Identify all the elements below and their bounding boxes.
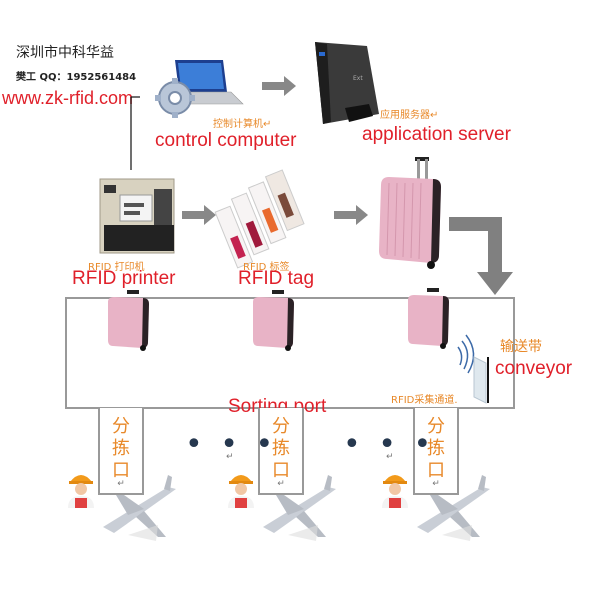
rfid-antenna-icon [457, 334, 489, 404]
conveyor-en-label: conveyor [495, 358, 573, 379]
worker-icon [68, 475, 94, 508]
airplane-2 [258, 475, 343, 545]
worker-2 [226, 470, 256, 510]
control-computer [155, 58, 245, 118]
company-name: 深圳市中科华益 [16, 45, 114, 61]
arrow-tag-to-luggage [334, 205, 368, 225]
ellipsis-2: • • • [343, 427, 436, 462]
sorting-port-char: 口 [272, 460, 290, 481]
rfid-printer-en-label: RFID printer [72, 268, 176, 289]
application-server-cn-label: 应用服务器↵ [380, 110, 439, 121]
ellipsis-1: • • • [185, 427, 278, 462]
return-mark: ↵ [386, 452, 394, 462]
sorting-port-char: 口 [112, 460, 130, 481]
airplane-icon [263, 475, 336, 541]
return-mark: ↵ [226, 452, 234, 462]
sorting-port-1: 分 拣 口 ↵ [98, 408, 144, 495]
sorting-port-char: 分 [427, 416, 445, 437]
rfid-tag [212, 169, 322, 269]
server-icon: Ext [315, 42, 379, 124]
rfid-tag-cn-label: RFID 标签 [243, 262, 290, 273]
website-link[interactable]: www.zk-rfid.com [2, 88, 134, 108]
rfid-channel-cn-label: RFID采集通道. [391, 395, 458, 406]
rfid-tag-en-label: RFID tag [238, 268, 315, 289]
application-server-en-label: application server [362, 124, 511, 145]
control-computer-en-label: control computer [155, 130, 297, 151]
return-mark: ↵ [117, 479, 125, 489]
luggage-icon [379, 157, 441, 269]
sorting-port-char: 拣 [112, 438, 130, 459]
sorting-port-char: 拣 [427, 438, 445, 459]
laptop-gear-icon [155, 60, 244, 118]
conveyor-cn-label: 输送带 [500, 339, 542, 355]
luggage-icon [253, 290, 294, 351]
luggage-icon [108, 290, 149, 351]
sorting-port-char: 分 [112, 416, 130, 437]
worker-1 [66, 470, 96, 510]
airplane-icon [417, 475, 490, 541]
return-mark: ↵ [432, 479, 440, 489]
airplane-3 [412, 475, 497, 545]
worker-3 [380, 470, 410, 510]
sorting-port-char: 拣 [272, 438, 290, 459]
contact-qq: 樊工 QQ：1952561484 [16, 72, 137, 83]
return-mark: ↵ [277, 479, 285, 489]
rfid-antenna [450, 334, 495, 405]
arrow-computer-to-server [262, 76, 296, 96]
rfid-tag-icon [214, 169, 305, 269]
arrow-printer-to-tag [182, 205, 216, 225]
worker-icon [382, 475, 408, 508]
luggage-on-conveyor-2 [250, 290, 300, 352]
printer-icon [99, 178, 175, 254]
luggage-large [375, 155, 450, 270]
application-server: Ext [305, 42, 385, 127]
svg-text:Ext: Ext [353, 75, 363, 82]
sorting-port-char: 口 [427, 460, 445, 481]
worker-icon [228, 475, 254, 508]
sorting-port-char: 分 [272, 416, 290, 437]
luggage-on-conveyor-1 [105, 290, 155, 352]
luggage-icon [408, 288, 449, 349]
airplane-1 [98, 475, 183, 545]
arrow-luggage-to-conveyor [449, 217, 513, 295]
luggage-on-conveyor-3 [405, 288, 455, 350]
airplane-icon [103, 475, 176, 541]
sorting-port-3: 分 拣 口 ↵ [413, 408, 459, 495]
control-computer-cn-label: 控制计算机↵ [213, 119, 272, 130]
sorting-port-2: 分 拣 口 ↵ [258, 408, 304, 495]
rfid-printer-cn-label: RFID 打印机 [88, 262, 145, 273]
rfid-printer [98, 175, 176, 255]
